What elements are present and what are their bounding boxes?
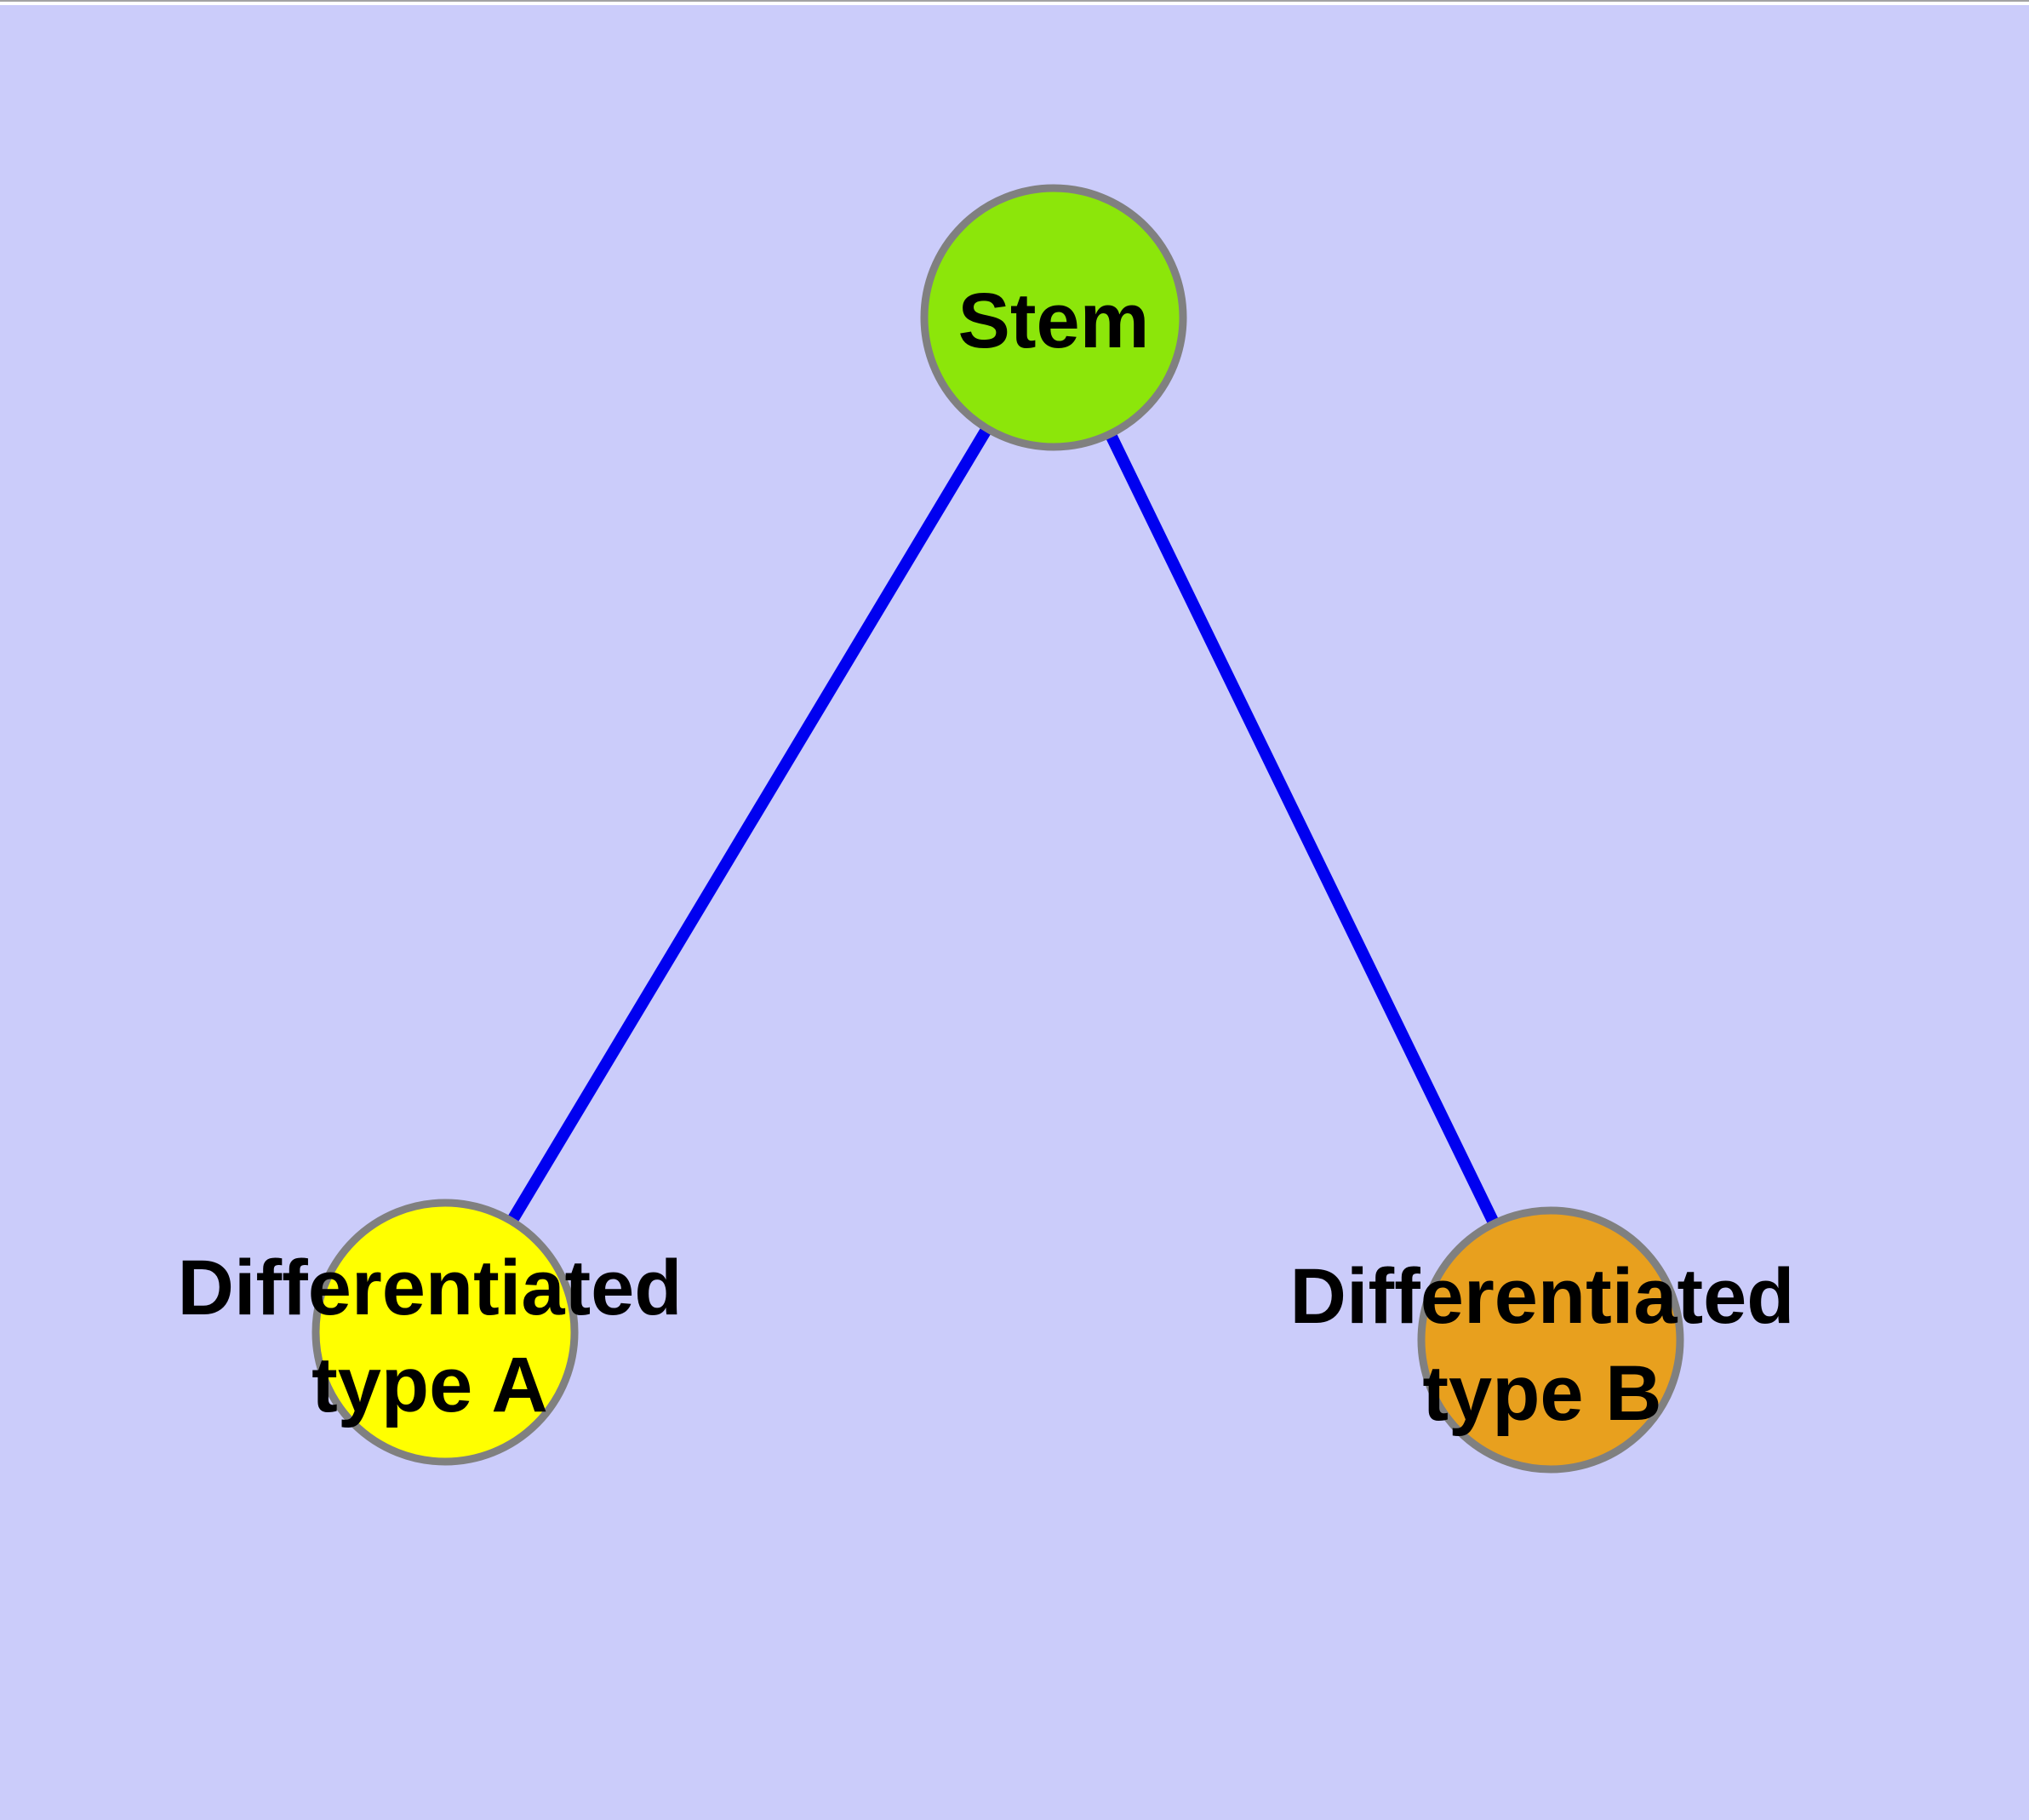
edge-stem-to-type-a[interactable] (439, 314, 1060, 1336)
node-differentiated-type-b[interactable] (1417, 1206, 1684, 1474)
edge-stem-to-type-b[interactable] (1048, 314, 1557, 1343)
node-stem[interactable] (920, 184, 1187, 451)
window-top-edge (0, 0, 2029, 5)
node-differentiated-type-a[interactable] (311, 1199, 579, 1466)
